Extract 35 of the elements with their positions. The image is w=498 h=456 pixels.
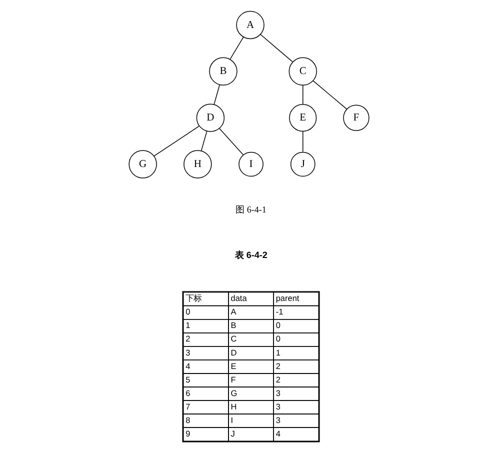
label: 0 (276, 321, 280, 330)
label: parent (276, 294, 300, 304)
label: H (230, 402, 237, 412)
label: 3 (276, 388, 280, 398)
label: B (230, 321, 236, 330)
label: I (230, 416, 234, 425)
label: 3 (186, 348, 190, 358)
label: 表 6-4-2 (234, 250, 268, 260)
label: -1 (276, 308, 284, 317)
label: 2 (276, 362, 280, 371)
label: data (230, 294, 247, 304)
label: 4 (276, 429, 280, 438)
label: 7 (186, 402, 190, 412)
label: 8 (186, 416, 190, 425)
label: 2 (276, 375, 280, 384)
label: 4 (186, 362, 190, 371)
label: 9 (186, 429, 190, 438)
label: 2 (186, 334, 190, 344)
label: J (230, 429, 235, 438)
label: 下标 (186, 294, 202, 304)
label: 图 6-4-1 (236, 204, 266, 215)
label: F (230, 375, 236, 384)
label: 0 (186, 308, 190, 317)
label: 1 (276, 348, 280, 358)
label: D (230, 348, 237, 358)
label: A (230, 308, 236, 317)
label: 1 (186, 321, 190, 330)
label: E (230, 362, 236, 371)
label: 5 (186, 375, 190, 384)
label: G (230, 388, 238, 398)
label: 3 (276, 402, 280, 412)
label: C (230, 334, 237, 344)
label: 0 (276, 334, 280, 344)
label: 3 (276, 416, 280, 425)
label: 6 (186, 388, 190, 398)
